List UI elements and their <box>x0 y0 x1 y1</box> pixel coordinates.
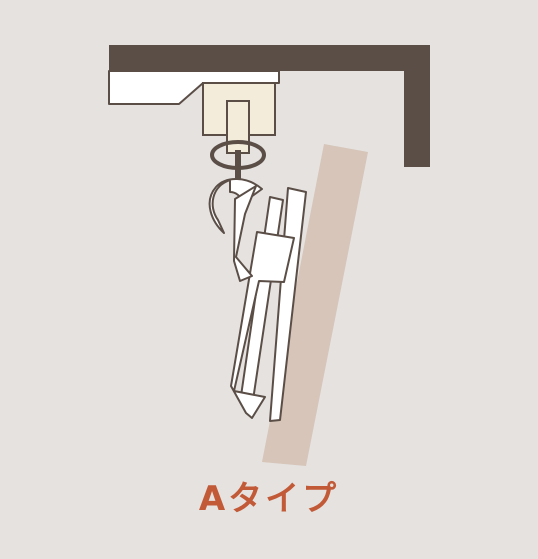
curtain-rail <box>109 45 430 167</box>
runner <box>202 82 276 154</box>
type-caption: Aタイプ <box>198 479 340 519</box>
curtain-panel <box>262 144 368 466</box>
curtain-hook <box>208 178 307 422</box>
